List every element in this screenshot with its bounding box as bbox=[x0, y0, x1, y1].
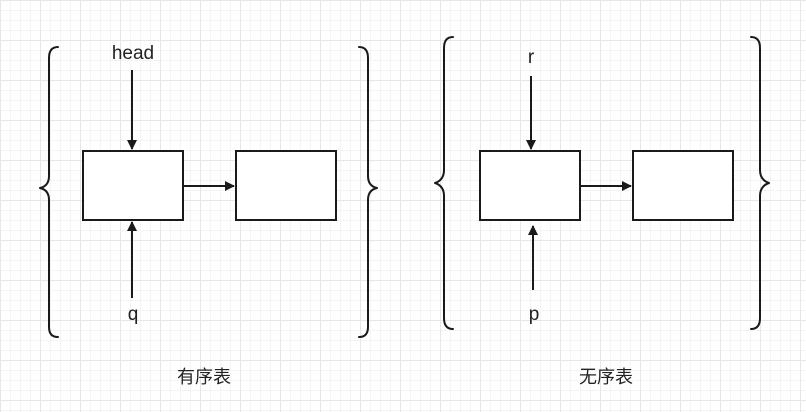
unordered-list-group: r p 无序表 bbox=[434, 36, 770, 388]
ordered-list-caption: 有序表 bbox=[177, 367, 231, 388]
ordered-node-2 bbox=[235, 150, 337, 221]
p-pointer-label: p bbox=[529, 304, 540, 325]
head-pointer-label: head bbox=[112, 43, 154, 64]
unordered-list-caption: 无序表 bbox=[579, 367, 633, 388]
ordered-left-brace bbox=[39, 46, 59, 338]
ordered-right-brace bbox=[358, 46, 378, 338]
r-pointer-label: r bbox=[528, 47, 535, 68]
unordered-node-1 bbox=[479, 150, 581, 221]
unordered-left-brace bbox=[434, 36, 454, 330]
q-pointer-label: q bbox=[128, 304, 139, 325]
unordered-node-2 bbox=[632, 150, 734, 221]
unordered-right-brace bbox=[750, 36, 770, 330]
ordered-node-1 bbox=[82, 150, 184, 221]
ordered-list-group: head q 有序表 bbox=[39, 43, 378, 388]
